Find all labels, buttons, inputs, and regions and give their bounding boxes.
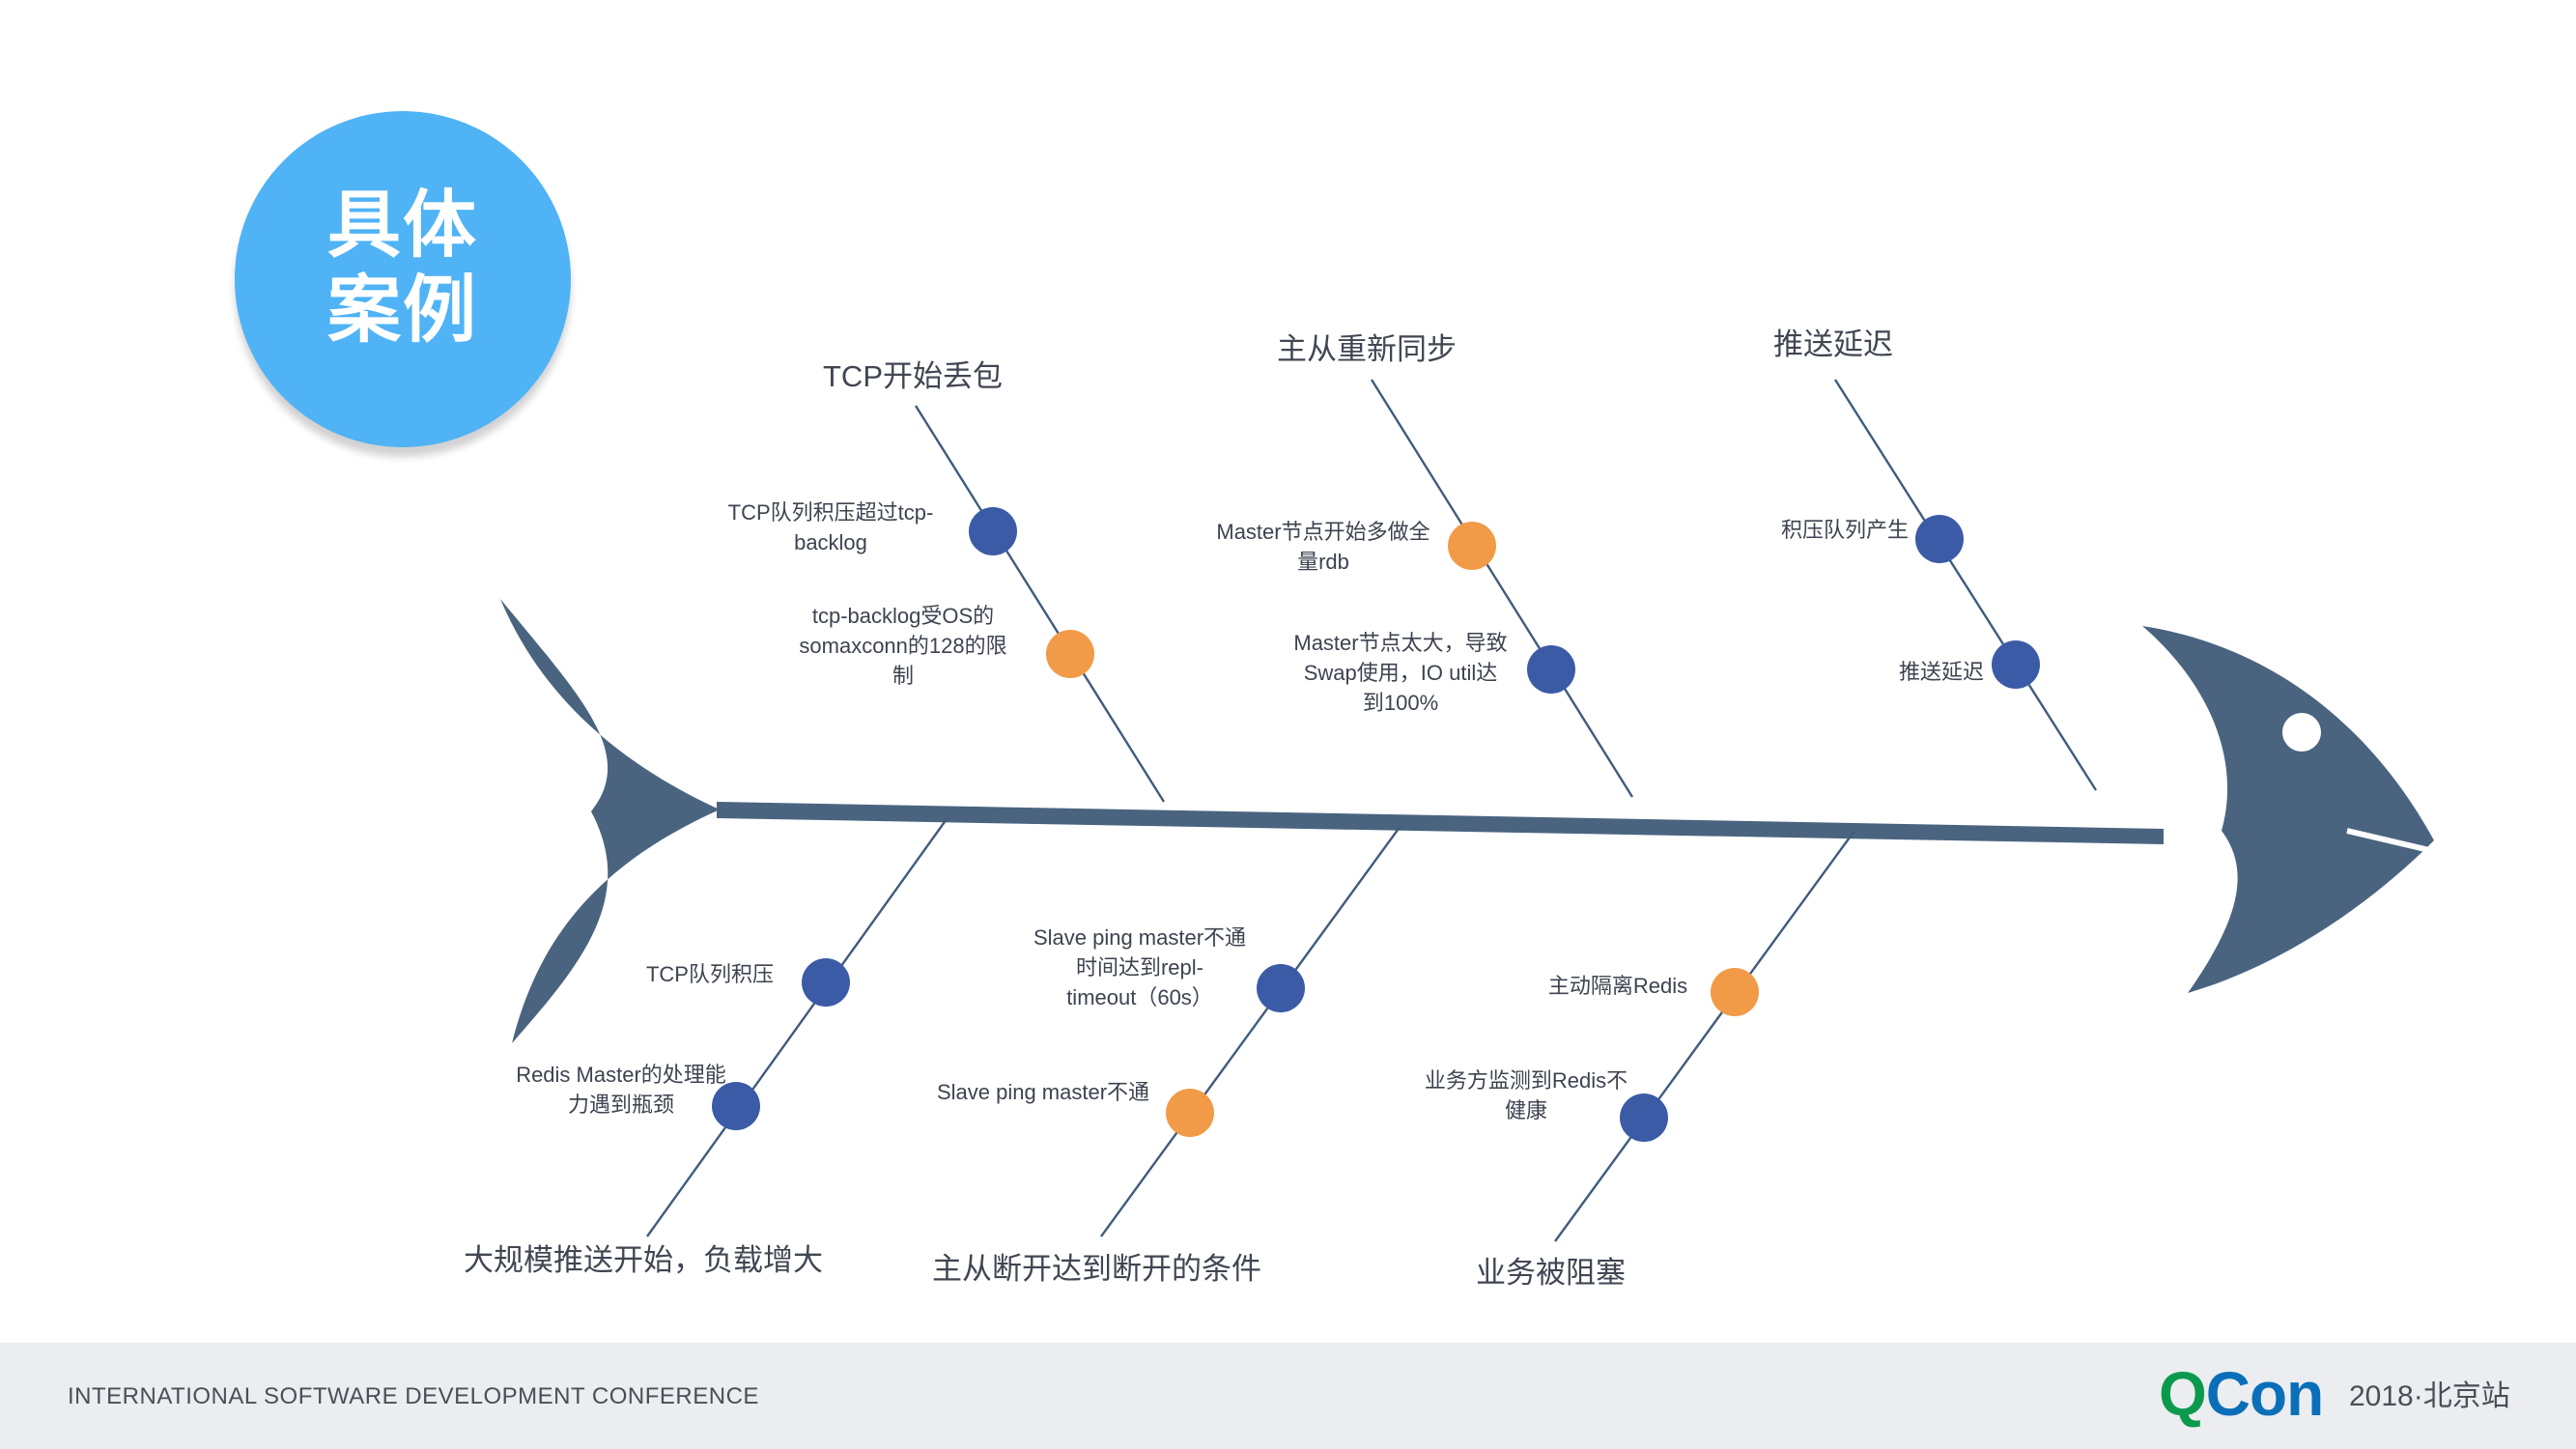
cause-node (1166, 1089, 1214, 1137)
cause-nodes (712, 507, 2040, 1142)
bone-line (914, 405, 1166, 803)
cause-label-5: 积压队列产生 (1780, 518, 1909, 542)
fish-eye (2282, 713, 2321, 752)
cause-node (1527, 645, 1575, 694)
cause-node (802, 958, 850, 1007)
bone-line (1833, 379, 2098, 791)
category-top-2: 主从重新同步 (1277, 332, 1457, 366)
qcon-logo-con: Con (2205, 1359, 2324, 1429)
cause-node (1992, 640, 2040, 689)
badge-line-2: 案例 (327, 270, 478, 352)
cause-label-12: 业务方监测到Redis不 健康 (1424, 1068, 1628, 1123)
cause-node (1915, 515, 1964, 563)
bone-line (646, 818, 948, 1237)
cause-node (1448, 522, 1496, 570)
conference-edition: 2018·北京站 (2349, 1380, 2510, 1412)
fish-bones (646, 379, 2098, 1242)
bone-line (1554, 830, 1855, 1242)
cause-node (969, 507, 1017, 555)
fish-spine (717, 802, 2164, 844)
badge-line-1: 具体 (327, 185, 478, 267)
qcon-logo: QCon (2159, 1358, 2324, 1430)
cause-label-4: Master节点太大，导致 Swap使用，IO util达 到100% (1293, 631, 1508, 716)
cause-node (1620, 1094, 1668, 1142)
bone-line (1370, 379, 1634, 798)
fish-tail (500, 599, 720, 1043)
cause-label-6: 推送延迟 (1898, 660, 1984, 684)
cause-label-1: TCP队列积压超过tcp- backlog (727, 500, 934, 555)
cause-label-2: tcp-backlog受OS的 somaxconn的128的限 制 (799, 604, 1007, 689)
cause-label-11: 主动隔离Redis (1547, 974, 1688, 998)
conference-name: INTERNATIONAL SOFTWARE DEVELOPMENT CONFE… (68, 1383, 759, 1409)
cause-label-9: Slave ping master不通 时间达到repl- timeout（60… (1033, 925, 1247, 1010)
fish-mouth (2346, 828, 2430, 853)
cause-node (712, 1082, 760, 1130)
bone-line (1100, 825, 1401, 1237)
category-top-1: TCP开始丢包 (823, 359, 1003, 393)
fish-head (2142, 626, 2434, 993)
category-top-3: 推送延迟 (1773, 327, 1893, 361)
cause-label-8: Redis Master的处理能 力遇到瓶颈 (516, 1063, 726, 1118)
cause-label-10: Slave ping master不通 (936, 1080, 1150, 1104)
topic-badge-title: 具体 案例 (235, 184, 571, 354)
cause-node (1711, 968, 1759, 1016)
cause-label-7: TCP队列积压 (645, 962, 774, 986)
qcon-logo-q: Q (2159, 1359, 2207, 1429)
cause-node (1257, 964, 1305, 1012)
cause-node (1046, 630, 1094, 678)
category-bottom-1: 大规模推送开始，负载增大 (464, 1243, 823, 1277)
category-bottom-3: 业务被阻塞 (1476, 1256, 1626, 1290)
topic-badge (235, 111, 571, 447)
footer-bar (0, 1343, 2576, 1449)
category-bottom-2: 主从断开达到断开的条件 (932, 1252, 1261, 1286)
cause-label-3: Master节点开始多做全 量rdb (1216, 520, 1430, 575)
